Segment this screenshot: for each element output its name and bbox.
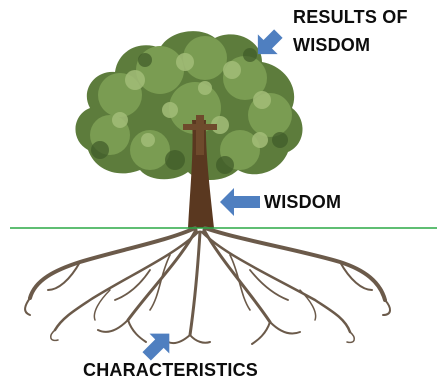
characteristics-label: CHARACTERISTICS <box>83 360 259 380</box>
arrow-down-left-icon <box>257 29 283 55</box>
arrow-up-right-icon <box>142 333 170 361</box>
arrow-left-icon <box>220 188 260 216</box>
results-of-wisdom-label-line1: RESULTS OF <box>293 7 408 27</box>
tree-foliage <box>75 31 303 181</box>
tree-roots <box>24 226 391 345</box>
wisdom-label: WISDOM <box>264 192 342 212</box>
results-of-wisdom-label-line2: WISDOM <box>293 35 371 55</box>
tree-trunk <box>183 115 217 228</box>
